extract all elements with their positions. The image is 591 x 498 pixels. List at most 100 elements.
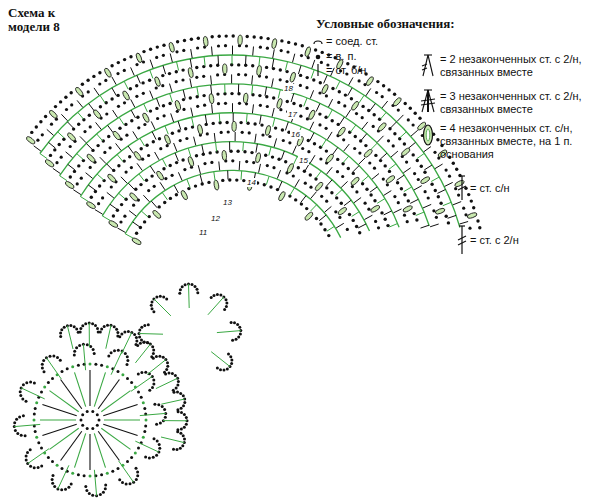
chain-dot — [194, 285, 197, 288]
chain-dot — [152, 379, 155, 382]
chain-dot — [434, 189, 437, 192]
chain-dot — [313, 142, 316, 145]
chain-dot — [25, 381, 28, 384]
stitch-line — [188, 284, 190, 308]
chain-dot — [209, 64, 212, 67]
stitch-line — [157, 98, 160, 106]
chain-dot — [107, 355, 110, 358]
cluster-oval — [180, 190, 188, 201]
chain-dot — [103, 325, 106, 328]
stitch-line — [252, 47, 254, 56]
chain-dot — [59, 359, 62, 362]
chain-dot — [342, 138, 345, 141]
cluster3-symbol — [421, 90, 435, 112]
stitch-line — [352, 212, 360, 217]
chain-dot — [116, 72, 119, 75]
chain-dot — [126, 355, 129, 358]
chain-dot — [29, 381, 32, 384]
chain-dot — [136, 474, 139, 477]
chain-dot — [335, 196, 338, 199]
chain-dot — [93, 352, 96, 355]
chain-dot — [176, 428, 179, 431]
chain-dot — [221, 179, 224, 182]
chain-dot — [175, 161, 178, 164]
chain-dot — [81, 324, 84, 327]
chain-dot — [66, 367, 69, 370]
chain-dot — [52, 474, 55, 477]
stitch-line — [58, 465, 69, 489]
cluster-oval — [154, 76, 161, 87]
chain-dot — [152, 349, 155, 352]
stitch-line — [400, 132, 407, 138]
chain-dot — [53, 148, 56, 151]
chain-dot — [83, 474, 86, 477]
chain-dot — [163, 201, 166, 204]
chain-dot — [58, 143, 61, 146]
chain-dot — [179, 139, 182, 142]
chain-dot — [237, 336, 240, 339]
chain-dot — [226, 367, 229, 370]
chain-dot — [196, 105, 199, 108]
chain-dot — [361, 105, 364, 108]
cluster-oval — [222, 150, 227, 160]
stitch-line — [110, 204, 117, 209]
stitch-line — [194, 137, 196, 146]
chain-dot — [117, 61, 120, 64]
chain-dot — [467, 193, 470, 196]
chain-dot — [80, 419, 83, 422]
chain-dot — [155, 86, 158, 89]
stitch-line — [171, 113, 174, 122]
chain-dot — [180, 407, 183, 410]
chain-dot — [418, 117, 421, 120]
chain-dot — [183, 438, 186, 441]
chain-dot — [175, 193, 178, 196]
treble-crochet-symbol — [458, 226, 466, 254]
cluster-oval — [86, 153, 96, 163]
chain-dot — [111, 470, 114, 473]
chain-dot — [445, 215, 448, 218]
stitch-line — [102, 216, 110, 221]
cluster-oval — [255, 152, 261, 163]
chain-dot — [26, 451, 29, 454]
chain-dot — [318, 123, 321, 126]
stitch-line — [310, 133, 314, 141]
chain-dot — [288, 141, 291, 144]
chain-dot — [88, 492, 91, 495]
chain-dot — [454, 187, 457, 190]
chain-dot — [123, 69, 126, 72]
cluster-oval — [337, 126, 346, 137]
chain-dot — [113, 325, 116, 328]
chain-dot — [145, 144, 148, 147]
chain-dot — [140, 371, 143, 374]
chain-dot — [301, 44, 304, 47]
chain-dot — [452, 162, 455, 165]
stitch-line — [216, 143, 217, 152]
chain-dot — [203, 104, 206, 107]
chain-dot — [86, 410, 89, 413]
chain-dot — [228, 178, 231, 181]
chain-dot — [230, 362, 233, 365]
chain-dot — [344, 93, 347, 96]
chain-dot — [176, 384, 179, 387]
cluster-oval — [133, 151, 142, 162]
chain-dot — [236, 323, 239, 326]
stitch-line — [326, 180, 332, 187]
chain-dot — [113, 349, 116, 352]
chain-dot — [152, 456, 155, 459]
chain-dot — [47, 456, 50, 459]
chain-dot — [243, 150, 246, 153]
stitch-line — [111, 351, 122, 375]
stitch-line — [191, 108, 193, 117]
chain-dot — [117, 467, 120, 470]
stitch-line — [188, 148, 191, 157]
stitch-line — [411, 130, 418, 136]
chain-dot — [184, 127, 187, 130]
chain-dot — [324, 116, 327, 119]
chain-dot — [21, 397, 24, 400]
stitch-line — [106, 325, 111, 348]
chain-dot — [307, 150, 310, 153]
chain-dot — [307, 139, 310, 142]
chain-dot — [393, 93, 396, 96]
chain-dot — [261, 133, 264, 136]
stitch-line — [417, 154, 424, 159]
